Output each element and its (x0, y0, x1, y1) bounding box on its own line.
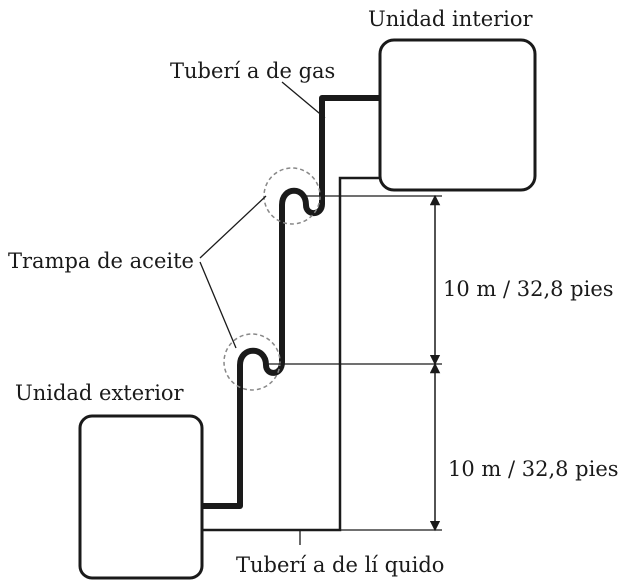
oil-trap-leader-lower (199, 261, 237, 349)
liquid-pipe-label: Tuberí a de lí quido (236, 553, 444, 577)
indoor-unit-box (378, 38, 537, 192)
height-lower-label: 10 m / 32,8 pies (448, 457, 619, 481)
oil-trap-lower-marker (223, 333, 281, 391)
gas-pipe-label: Tuberí a de gas (170, 59, 335, 83)
outdoor-unit-label: Unidad exterior (15, 381, 185, 405)
oil-trap-label: Trampa de aceite (8, 249, 194, 273)
liquid-pipe (202, 176, 380, 532)
indoor-unit-label: Unidad interior (368, 7, 534, 31)
gas-pipe-leader (281, 81, 326, 119)
gas-pipe (202, 95, 380, 509)
outdoor-unit-box (78, 414, 204, 580)
height-upper-label: 10 m / 32,8 pies (443, 277, 614, 301)
oil-trap-leader-upper (199, 195, 267, 259)
